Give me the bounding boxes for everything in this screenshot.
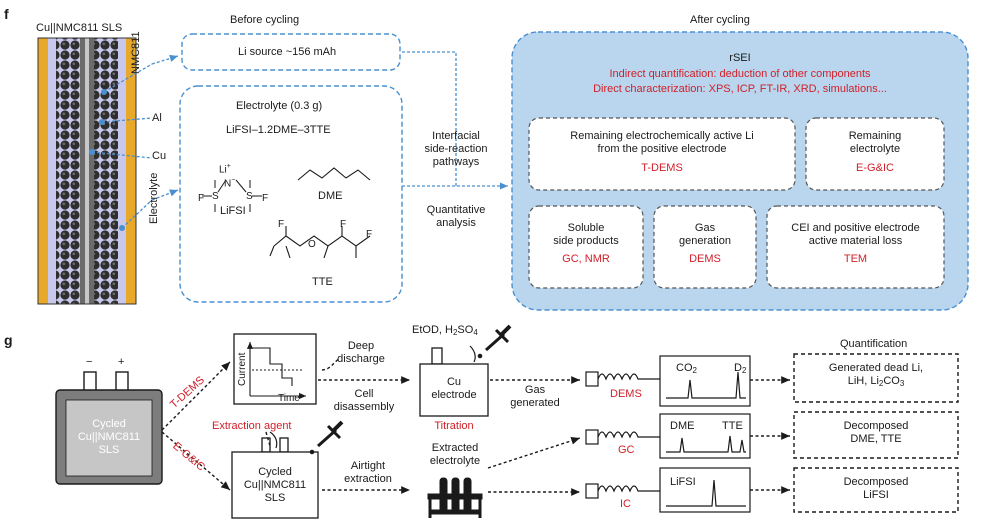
quant-box-dme-tte <box>793 411 959 459</box>
electrolyte-box <box>179 85 403 303</box>
lifsi-atom-f2: F <box>262 193 269 204</box>
remaining-electrolyte-method: E-G&IC <box>856 162 894 174</box>
soluble-method: GC, NMR <box>562 253 610 265</box>
lifsi-atom-li: Li+ <box>219 163 231 176</box>
rsei-title: rSEI <box>729 52 751 64</box>
lifsi-label: LiFSI <box>220 205 246 217</box>
cei-method: TEM <box>843 253 868 265</box>
tte-label: TTE <box>312 276 333 288</box>
box-cei <box>766 205 945 289</box>
lifsi-atom-s1: S <box>212 191 219 202</box>
ic-label: IC <box>620 498 631 510</box>
lifsi-structure <box>202 179 262 212</box>
label-electrolyte: Electrolyte <box>148 172 160 224</box>
ic-detector <box>585 467 751 513</box>
gc-detector <box>585 413 751 459</box>
before-arrows <box>151 51 508 201</box>
electrolyte-formula: LiFSI–1.2DME–3TTE <box>226 124 331 136</box>
discharge-curve-box <box>233 333 317 405</box>
reagents-label: EtOD, H2SO4 <box>412 324 478 337</box>
panel-g-label: g <box>4 332 13 348</box>
label-cu: Cu <box>152 150 167 162</box>
electrolyte-title: Electrolyte (0.3 g) <box>236 100 323 112</box>
cell-minus: − <box>86 356 93 368</box>
peak-tte: TTE <box>722 420 743 432</box>
cu-electrode-cell <box>419 345 489 417</box>
after-cycling-title: After cycling <box>690 14 750 26</box>
box-gas <box>653 205 757 289</box>
box-remaining-li <box>528 117 796 191</box>
lifsi-atom-f1: F <box>198 193 205 204</box>
tte-atom-o: O <box>308 239 316 250</box>
titration-label: Titration <box>434 420 474 432</box>
pipette-icon <box>477 324 512 359</box>
cell-plus: + <box>118 356 125 368</box>
branch-arrows <box>161 361 231 491</box>
peak-dme: DME <box>670 420 695 432</box>
before-cycling-title: Before cycling <box>230 14 300 26</box>
rsei-direct: Direct characterization: XPS, ICP, FT-IR… <box>593 83 887 95</box>
axis-time: Time <box>278 393 300 404</box>
li-source-text: Li source ~156 mAh <box>238 46 337 58</box>
peak-d2: D2 <box>734 362 747 375</box>
cell-leader-dots <box>89 89 125 231</box>
g-bottom-arrows <box>265 431 790 496</box>
tte-atom-f: F <box>278 219 285 230</box>
tte-atom-f: F <box>366 229 373 240</box>
extraction-agent-label: Extraction agent <box>212 420 292 432</box>
label-nmc811: NMC811 <box>130 31 142 74</box>
test-tube-rack-icon <box>427 477 483 518</box>
dme-structure <box>297 167 371 181</box>
lifsi-atom-s2: S <box>246 191 253 202</box>
tte-structure <box>269 226 371 259</box>
quant-box-lifsi <box>793 467 959 513</box>
cycled-cell-illustration <box>55 371 163 485</box>
panel-f-label: f <box>4 6 9 22</box>
quantification-title: Quantification <box>840 338 908 350</box>
lifsi-atom-n: N− <box>224 177 236 190</box>
cell-leader-lines <box>91 63 153 229</box>
peak-co2: CO2 <box>676 362 697 375</box>
dme-label: DME <box>318 190 343 202</box>
box-remaining-electrolyte <box>805 117 945 191</box>
remaining-li-method: T-DEMS <box>641 162 683 174</box>
cell-title: Cu||NMC811 SLS <box>36 22 123 34</box>
discharge-curve <box>246 342 306 400</box>
gc-label: GC <box>618 444 635 456</box>
quant-box-dead-li <box>793 353 959 403</box>
dems-label: DEMS <box>610 388 642 400</box>
peak-lifsi: LiFSI <box>670 476 696 488</box>
box-soluble <box>528 205 644 289</box>
label-al: Al <box>152 112 162 124</box>
dems-detector <box>585 355 751 407</box>
extraction-pipette-icon <box>309 420 344 455</box>
quant-dead-li-text: Generated dead Li, LiH, Li2CO3 <box>828 362 924 388</box>
gas-method: DEMS <box>689 253 721 265</box>
axis-current: Current <box>237 352 248 386</box>
rsei-indirect: Indirect quantification: deduction of ot… <box>609 68 871 80</box>
extraction-cell <box>231 431 319 519</box>
li-source-box <box>181 33 401 71</box>
tte-atom-f: F <box>340 219 347 230</box>
g-top-arrows <box>318 357 790 384</box>
cell-stack-illustration <box>37 37 137 305</box>
